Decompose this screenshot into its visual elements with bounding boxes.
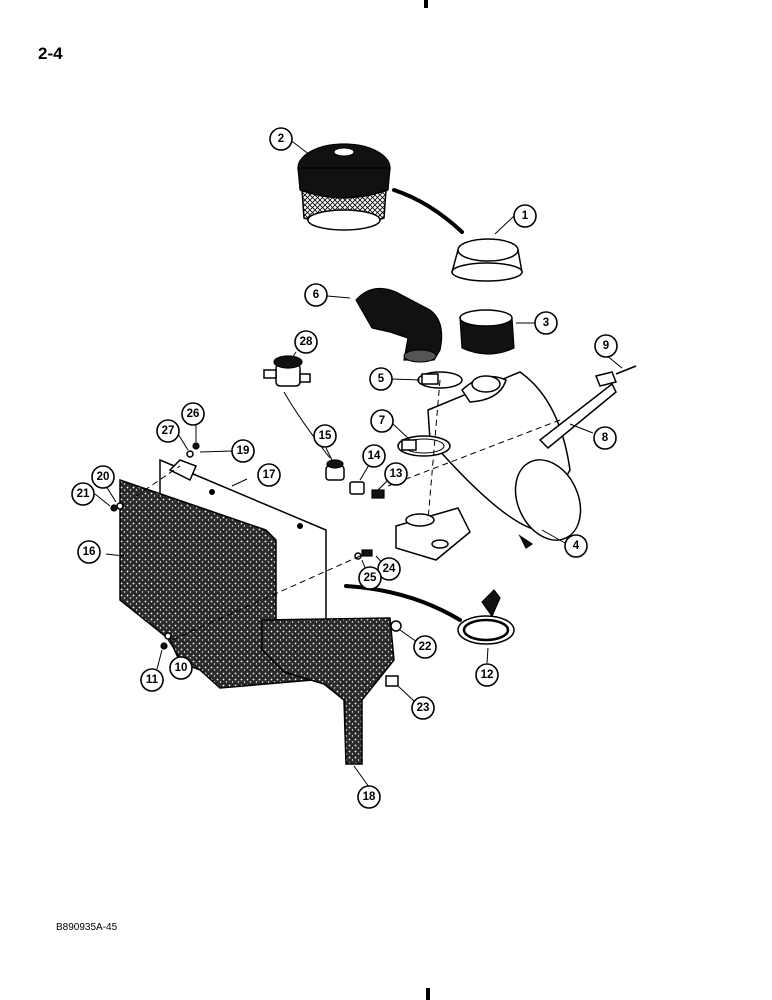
rubber-sleeve-part [459,309,515,355]
svg-text:13: 13 [390,468,403,480]
page-number: 2-4 [38,44,63,63]
callout-26: 26 [181,402,205,426]
callout-17: 17 [257,463,281,487]
svg-text:23: 23 [417,702,430,714]
callout-18: 18 [357,785,381,809]
mounting-strap-part [538,365,637,450]
leader-lines [94,138,623,788]
svg-text:20: 20 [97,471,110,483]
svg-text:14: 14 [368,450,381,462]
lower-insulation-panel-part [261,617,395,765]
svg-text:22: 22 [419,641,432,653]
callout-2: 2 [269,127,293,151]
callout-15: 15 [313,424,337,448]
elbow-hose-part [355,287,443,363]
alignment-line-4 [135,465,181,497]
alignment-line-3 [171,555,361,641]
svg-text:4: 4 [573,540,580,552]
callout-6: 6 [304,283,328,307]
precleaner-cap-part [297,143,391,231]
connector-arc-seal [344,584,462,622]
callout-1: 1 [513,204,537,228]
callout-3: 3 [534,311,558,335]
svg-text:19: 19 [237,445,250,457]
connector-arc-cap [392,188,464,234]
bottom-edge-mark [426,988,430,1000]
dust-cap-part [451,238,523,282]
svg-text:1: 1 [522,210,529,222]
callout-24: 24 [377,557,401,581]
callout-19: 19 [231,439,255,463]
callout-21: 21 [71,482,95,506]
callout-23: 23 [411,696,435,720]
hose-clamp-lower-part [397,435,451,457]
svg-text:16: 16 [83,546,96,558]
callout-10: 10 [169,656,193,680]
connector-line-indicator [283,391,331,459]
callout-14: 14 [362,444,386,468]
svg-text:10: 10 [175,662,188,674]
adapter-fitting-part [349,481,385,499]
callout-7: 7 [370,409,394,433]
svg-text:18: 18 [363,791,376,803]
svg-text:17: 17 [263,469,276,481]
callout-12: 12 [475,663,499,687]
hardware-parts [110,442,402,687]
alignment-line-2 [387,419,561,487]
svg-text:11: 11 [146,674,159,686]
svg-text:27: 27 [162,425,175,437]
callout-22: 22 [413,635,437,659]
svg-text:24: 24 [383,563,396,575]
svg-text:15: 15 [319,430,332,442]
svg-text:9: 9 [603,340,609,352]
callout-28: 28 [294,330,318,354]
callout-16: 16 [77,540,101,564]
callout-11: 11 [140,668,164,692]
restriction-indicator-part [263,355,311,387]
figure-code: B890935A-45 [56,922,118,933]
mounting-bracket-part [395,507,471,561]
svg-text:6: 6 [313,289,319,301]
svg-text:7: 7 [379,415,385,427]
callout-13: 13 [384,462,408,486]
svg-text:5: 5 [378,373,385,385]
svg-text:28: 28 [300,336,313,348]
callout-9: 9 [594,334,618,358]
alignment-line-1 [427,379,441,521]
callout-27: 27 [156,419,180,443]
svg-text:8: 8 [602,432,609,444]
svg-text:3: 3 [543,317,549,329]
svg-text:2: 2 [278,133,284,145]
air-cleaner-body-part [427,371,582,549]
callout-20: 20 [91,465,115,489]
restriction-switch-part [325,459,345,481]
callout-5: 5 [369,367,393,391]
seal-ring-part [457,589,515,645]
top-edge-mark [424,0,428,8]
callout-8: 8 [593,426,617,450]
svg-text:12: 12 [481,669,494,681]
callout-25: 25 [358,566,382,590]
svg-text:21: 21 [77,488,90,500]
callout-4: 4 [564,534,588,558]
svg-text:25: 25 [364,572,377,584]
svg-text:26: 26 [187,408,200,420]
